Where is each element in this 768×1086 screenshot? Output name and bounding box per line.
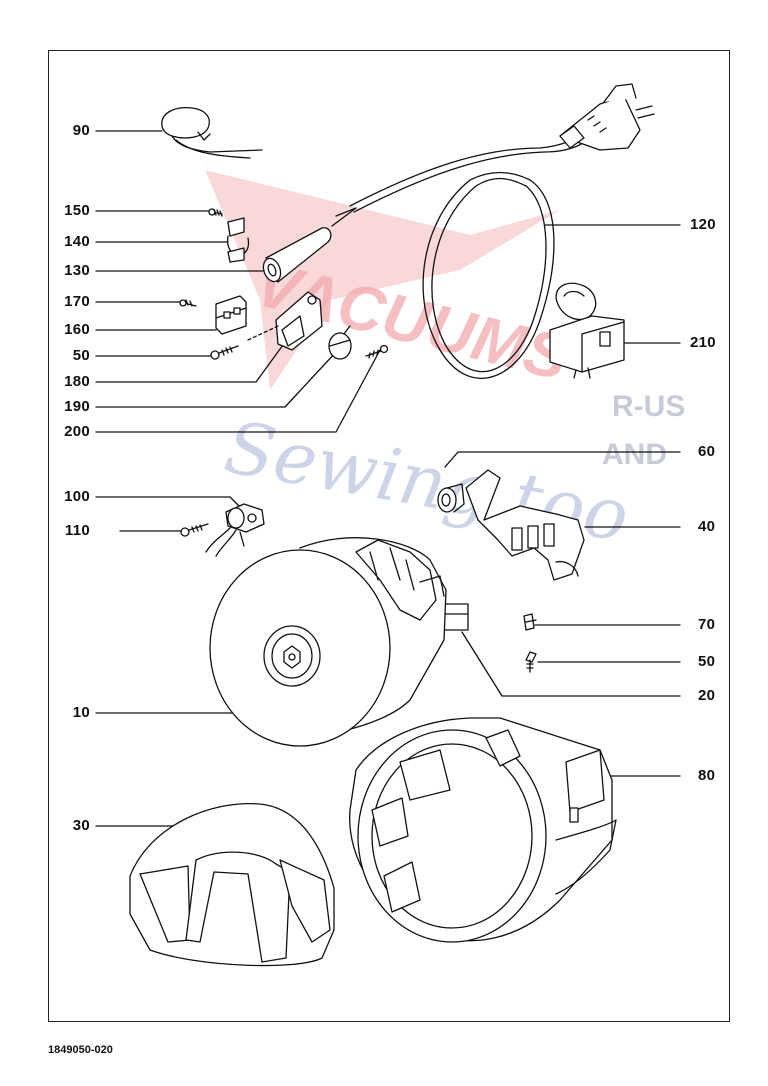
callout-150: 150 — [64, 202, 90, 219]
document-number: 1849050-020 — [48, 1044, 113, 1056]
callout-170: 170 — [64, 293, 90, 310]
part-60-bushing — [437, 483, 465, 513]
part-140-clip — [226, 217, 250, 263]
callout-70: 70 — [698, 616, 716, 633]
part-90-cord-clamp — [161, 107, 263, 159]
part-40-brush-holder — [465, 469, 585, 581]
callout-90: 90 — [72, 122, 90, 139]
callout-200: 200 — [64, 423, 90, 440]
part-210-switch — [549, 282, 625, 379]
callout-100: 100 — [64, 488, 90, 505]
part-170-screw — [179, 299, 197, 307]
part-10-motor — [209, 537, 447, 747]
callout-10: 10 — [72, 704, 90, 721]
callout-50-right: 50 — [698, 653, 716, 670]
part-30-end-cap — [129, 802, 335, 967]
part-110-screw — [180, 523, 209, 537]
part-200-screw — [365, 344, 389, 359]
watermark-rus-text: R-US — [612, 390, 685, 423]
callout-120: 120 — [690, 216, 716, 233]
callout-80: 80 — [698, 767, 716, 784]
callout-110: 110 — [64, 522, 90, 539]
callout-20: 20 — [698, 687, 716, 704]
part-80-motor-housing — [349, 717, 617, 943]
part-180-bracket — [247, 291, 323, 351]
callout-130: 130 — [64, 262, 90, 279]
callout-190: 190 — [64, 398, 90, 415]
callout-40: 40 — [698, 518, 716, 535]
leader-lines — [95, 130, 681, 827]
part-160-terminal-block — [215, 295, 247, 335]
part-50-screw-right — [525, 651, 537, 673]
callout-50-left: 50 — [72, 347, 90, 364]
watermark-and-text: AND — [602, 438, 667, 471]
part-50-screw-left — [210, 345, 239, 360]
callout-160: 160 — [64, 321, 90, 338]
part-130-cord-sleeve — [262, 227, 332, 283]
callout-140: 140 — [64, 233, 90, 250]
part-70-clip — [523, 613, 537, 631]
part-120-power-cord — [331, 83, 655, 379]
callout-180: 180 — [64, 373, 90, 390]
callout-210: 210 — [690, 334, 716, 351]
part-150-screw — [207, 208, 223, 217]
part-190-thermostat — [328, 325, 352, 360]
diagram-frame — [48, 50, 730, 1022]
part-100-suppressor — [205, 503, 265, 557]
callout-60: 60 — [698, 443, 716, 460]
callout-30: 30 — [72, 817, 90, 834]
